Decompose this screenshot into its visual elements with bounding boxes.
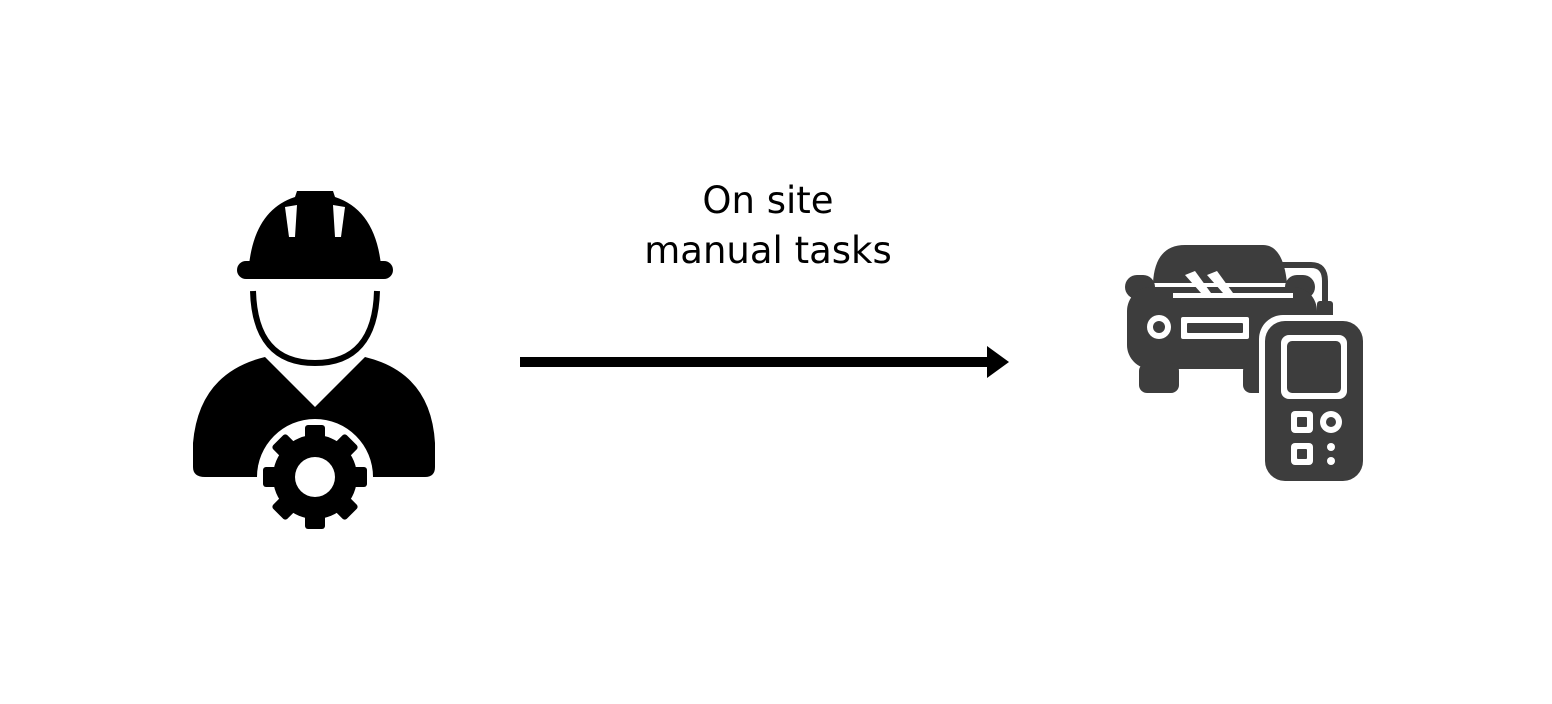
- edge-label-line2: manual tasks: [644, 229, 892, 272]
- car-diagnostic-scanner-icon: [1125, 245, 1369, 487]
- edge-label: On site manual tasks: [568, 176, 968, 276]
- engineer-with-gear-icon: [193, 191, 435, 535]
- flow-arrow: [520, 346, 1009, 378]
- edge-label-line1: On site: [702, 179, 834, 222]
